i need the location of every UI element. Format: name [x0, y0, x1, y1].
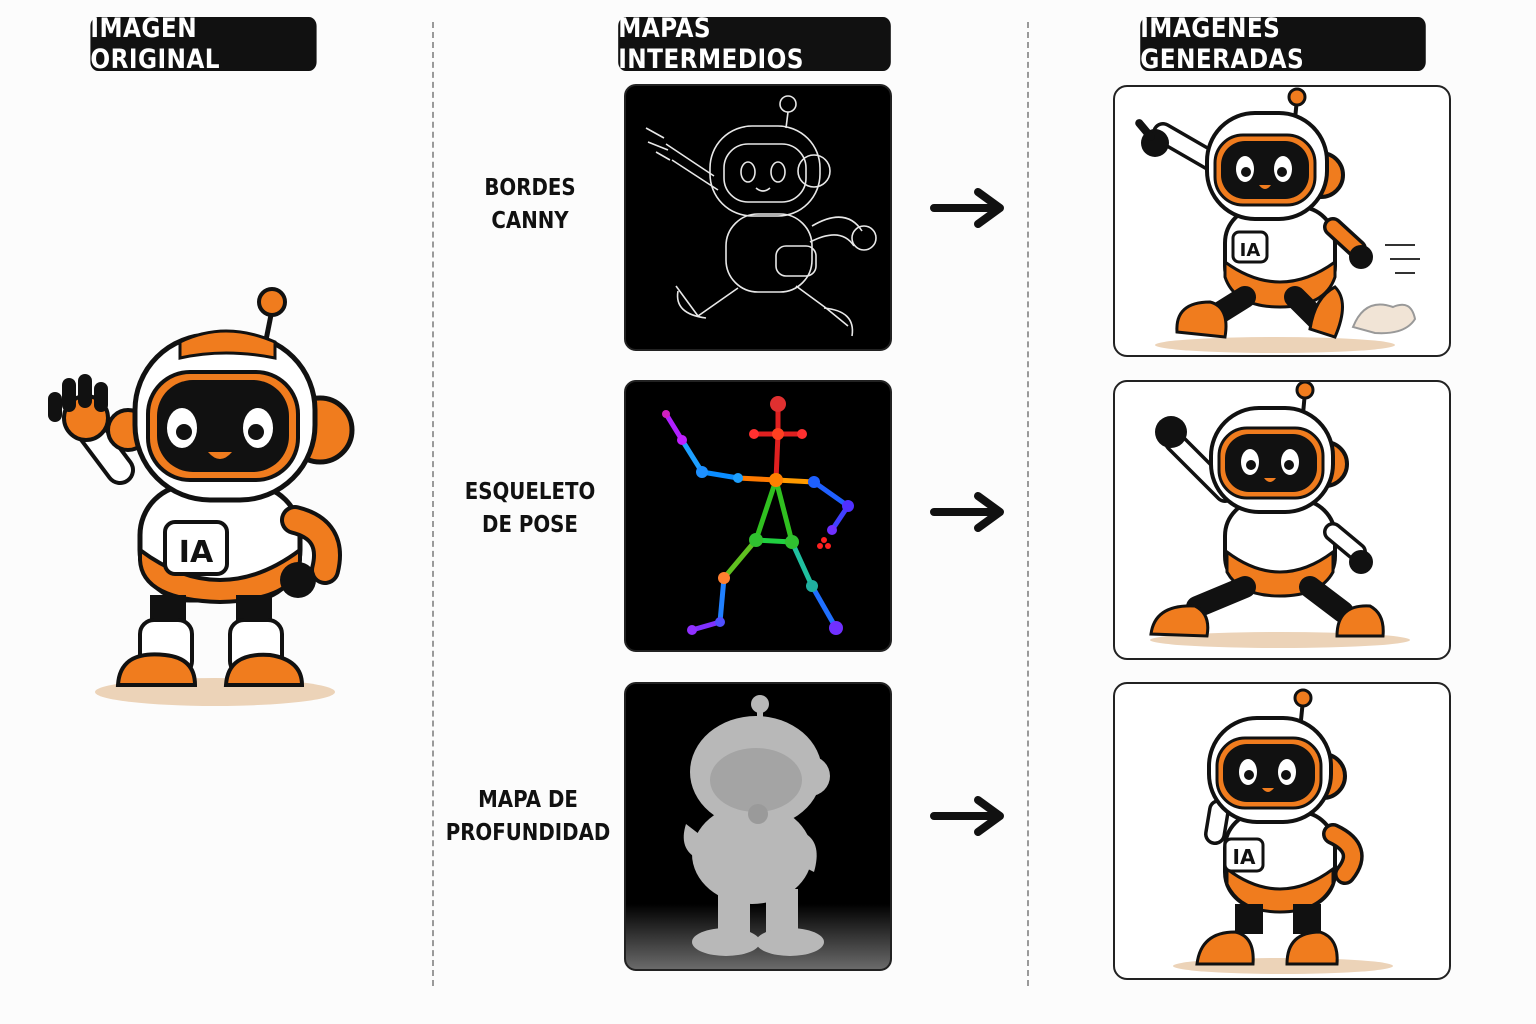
generated-image-pose [1113, 380, 1451, 660]
header-original: IMAGEN ORIGINAL [90, 13, 317, 75]
robot-running-icon: IA [1135, 87, 1420, 353]
row-label-depth-line1: MAPA DE [478, 787, 578, 813]
arrow-right-icon-row1 [930, 186, 1010, 230]
depth-map [624, 682, 892, 971]
row-label-pose-line2: DE POSE [482, 512, 578, 538]
robot-waving-icon: IA [48, 287, 355, 706]
row-label-pose: ESQUELETO DE POSE [444, 476, 616, 542]
row-label-depth: MAPA DE PROFUNDIDAD [442, 784, 614, 850]
robot-fighting-pose-icon [1149, 382, 1410, 648]
header-intermediate-text: MAPAS INTERMEDIOS [618, 13, 804, 75]
generated-image-canny: IA [1113, 85, 1451, 357]
header-original-text: IMAGEN ORIGINAL [90, 13, 221, 75]
row-label-canny-line1: BORDES [484, 175, 576, 201]
depth-silhouette-icon [626, 695, 890, 969]
canny-edges-map [624, 84, 892, 351]
generated-image-depth: IA [1113, 682, 1451, 980]
arrow-right-icon-row2 [930, 490, 1010, 534]
row-label-canny-line2: CANNY [491, 208, 569, 234]
generated-badge-3: IA [1233, 845, 1256, 869]
header-generated: IMÁGENES GENERADAS [1140, 13, 1426, 75]
original-robot-illustration: IA [40, 280, 360, 710]
header-intermediate: MAPAS INTERMEDIOS [618, 13, 891, 75]
original-badge: IA [179, 535, 214, 570]
arrow-right-icon-row3 [930, 794, 1010, 838]
pose-skeleton-map [624, 380, 892, 652]
header-generated-text: IMÁGENES GENERADAS [1140, 13, 1305, 75]
divider-right [1027, 22, 1029, 986]
row-label-depth-line2: PROFUNDIDAD [445, 820, 611, 846]
divider-left [432, 22, 434, 986]
canny-edges-icon [645, 95, 877, 337]
robot-thinking-pose-icon: IA [1173, 688, 1393, 974]
generated-badge-1: IA [1240, 240, 1261, 261]
pose-skeleton-icon [662, 396, 854, 635]
row-label-pose-line1: ESQUELETO [464, 479, 596, 505]
row-label-canny: BORDES CANNY [444, 172, 616, 238]
